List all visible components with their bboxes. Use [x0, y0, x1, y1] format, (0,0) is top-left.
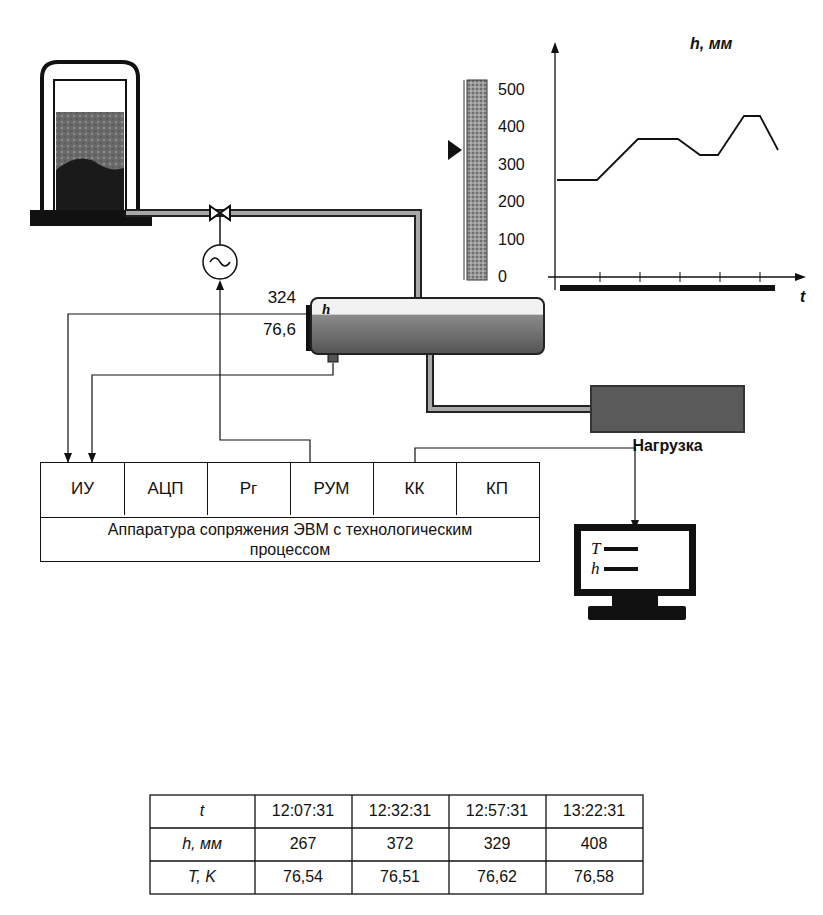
table-cell: 267: [290, 835, 317, 853]
table-cell: 76,54: [283, 868, 323, 886]
node-text: h: [322, 301, 330, 318]
table-cell: 12:32:31: [369, 802, 431, 820]
node-text: КП: [486, 479, 508, 499]
load-box: Нагрузка: [590, 385, 745, 433]
table-cell: 12:57:31: [466, 802, 528, 820]
axis-label: t: [800, 288, 805, 306]
interface-cell: ИУ: [41, 463, 125, 515]
interface-cell: РУМ: [290, 463, 374, 515]
axis-label: h, мм: [690, 35, 732, 53]
control-valve: [210, 206, 230, 245]
computer-monitor: [574, 524, 696, 620]
interface-box: Аппаратура сопряжения ЭВМ с технологичес…: [40, 462, 540, 562]
node-text: КК: [405, 479, 425, 499]
trend-chart: [548, 42, 806, 291]
table-cell: 76,51: [380, 868, 420, 886]
node-text: ИУ: [71, 479, 94, 499]
node-text: Нагрузка: [632, 437, 702, 455]
interface-cell: АЦП: [124, 463, 208, 515]
data-table-grid: [150, 795, 643, 894]
table-cell: 13:22:31: [563, 802, 625, 820]
supply-pipe: [126, 213, 418, 298]
node-text: АЦП: [147, 479, 183, 499]
node-text: Рг: [240, 479, 258, 499]
dewar-vessel: [30, 62, 152, 226]
screen-field: [604, 547, 638, 551]
node-text: T: [591, 539, 679, 559]
monitor-screen: Th: [580, 530, 690, 590]
table-cell: t: [200, 802, 204, 820]
signal-wire: [64, 314, 310, 463]
scale-number: 0: [498, 268, 507, 286]
ac-generator: [203, 245, 237, 279]
scale-number: 100: [498, 231, 525, 249]
node-text: РУМ: [314, 479, 350, 499]
interface-cell: Рг: [207, 463, 291, 515]
table-cell: 408: [581, 835, 608, 853]
table-cell: 329: [484, 835, 511, 853]
signal-wire: [88, 363, 333, 463]
level-scale: [448, 80, 487, 280]
table-cell: 76,62: [477, 868, 517, 886]
readout-value: 324: [268, 289, 296, 308]
screen-field: [604, 567, 638, 571]
readout-value: 76,6: [263, 321, 296, 340]
table-cell: 76,58: [574, 868, 614, 886]
table-cell: 372: [387, 835, 414, 853]
interface-cell: КК: [373, 463, 457, 515]
scale-number: 200: [498, 193, 525, 211]
table-cell: T, K: [188, 868, 216, 886]
scale-number: 500: [498, 81, 525, 99]
drain-pipe: [430, 355, 590, 409]
interface-cell: КП: [456, 463, 538, 515]
control-wire: [216, 280, 310, 462]
scale-number: 400: [498, 118, 525, 136]
scale-number: 300: [498, 156, 525, 174]
table-cell: 12:07:31: [272, 802, 334, 820]
cryo-tank: h: [310, 297, 545, 355]
node-text: Аппаратура сопряжения ЭВМ с технологичес…: [41, 517, 539, 561]
table-cell: h, мм: [182, 835, 222, 853]
node-text: h: [591, 559, 679, 579]
